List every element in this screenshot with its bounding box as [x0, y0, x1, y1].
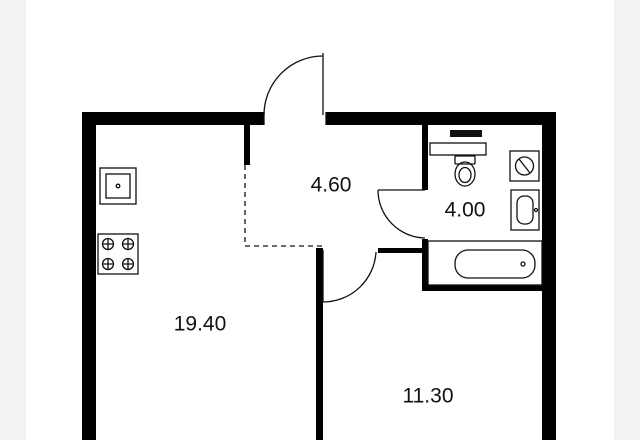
bath-wall-upper: [422, 125, 428, 190]
toilet-icon: [454, 155, 476, 187]
kitchen-sink-icon: [99, 167, 137, 205]
bathtub-icon: [427, 240, 543, 286]
washbasin-icon: [510, 189, 540, 231]
room-area-hallway: 4.60: [311, 174, 352, 197]
stove-icon: [97, 233, 139, 275]
room-area-bathroom: 4.00: [445, 199, 486, 222]
bathroom-shelf-icon: [429, 130, 487, 156]
exterior-walls: [82, 112, 556, 440]
bath-wall-bottom: [422, 285, 542, 291]
bathroom-door-swing: [377, 189, 426, 239]
bath-wall-stub: [378, 248, 426, 253]
interior-walls: [244, 125, 542, 440]
room-area-bedroom: 11.30: [403, 385, 454, 408]
bedroom-door-swing: [322, 250, 377, 303]
room-area-living-kitchen: 19.40: [174, 313, 227, 336]
bath-wall-lower: [422, 239, 428, 291]
bedroom-wall: [316, 248, 323, 440]
boiler-icon: [509, 150, 540, 182]
zone-dashed-line: [244, 165, 322, 247]
entrance-door-swing: [263, 53, 327, 125]
hall-stub-wall: [244, 125, 250, 165]
